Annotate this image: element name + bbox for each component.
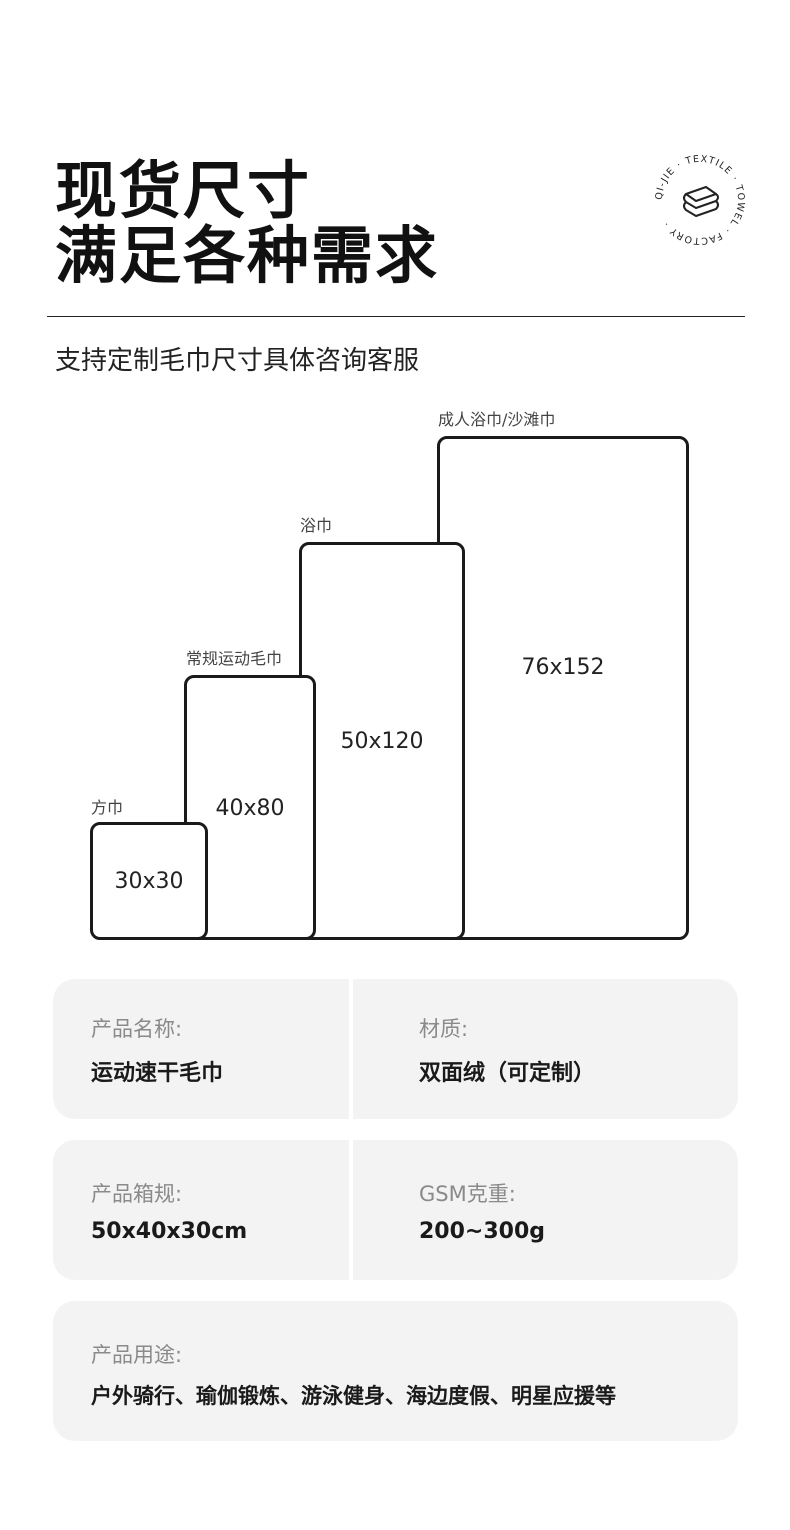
towel-76x152: 76x152 — [437, 436, 689, 940]
usage-value: 户外骑行、瑜伽锻炼、游泳健身、海边度假、明星应援等 — [91, 1384, 616, 1408]
box-spec-value: 50x40x30cm — [91, 1219, 248, 1244]
card-divider — [349, 979, 353, 1119]
page-subtitle: 支持定制毛巾尺寸具体咨询客服 — [55, 346, 420, 376]
spec-card-box-gsm: 产品箱规: 50x40x30cm GSM克重: 200~300g — [53, 1140, 738, 1280]
material-label: 材质: — [419, 1017, 469, 1041]
towel-50x120: 50x120 — [299, 542, 465, 940]
card-divider — [349, 1140, 353, 1280]
title-line-2: 满足各种需求 — [55, 219, 440, 292]
towel-name-label: 成人浴巾/沙滩巾 — [438, 410, 556, 429]
brand-logo: QI-JIE · TEXTILE · TOWEL · FACTORY · — [650, 150, 750, 250]
box-spec-label: 产品箱规: — [91, 1182, 183, 1206]
towel-size-label: 76x152 — [521, 655, 605, 680]
product-name-value: 运动速干毛巾 — [91, 1061, 224, 1086]
spec-card-name-material: 产品名称: 运动速干毛巾 材质: 双面绒（可定制） — [53, 979, 738, 1119]
towel-size-label: 50x120 — [340, 729, 424, 754]
spec-card-usage: 产品用途: 户外骑行、瑜伽锻炼、游泳健身、海边度假、明星应援等 — [53, 1301, 738, 1441]
towel-name-label: 浴巾 — [300, 516, 333, 535]
towel-size-label: 30x30 — [114, 869, 184, 894]
towel-30x30: 30x30 — [90, 822, 208, 940]
towel-name-label: 常规运动毛巾 — [186, 649, 283, 668]
gsm-label: GSM克重: — [419, 1182, 516, 1206]
product-name-label: 产品名称: — [91, 1017, 183, 1041]
brand-seal: QI-JIE · TEXTILE · TOWEL · FACTORY · — [654, 154, 745, 246]
gsm-value: 200~300g — [419, 1219, 546, 1244]
towel-size-label: 40x80 — [215, 796, 285, 821]
material-value: 双面绒（可定制） — [419, 1061, 596, 1086]
usage-label: 产品用途: — [91, 1343, 183, 1367]
towel-stack-icon — [683, 186, 719, 217]
title-line-1: 现货尺寸 — [55, 154, 312, 227]
header-divider — [47, 316, 745, 317]
page-title: 现货尺寸 满足各种需求 — [55, 158, 439, 288]
towel-name-label: 方巾 — [91, 798, 124, 817]
